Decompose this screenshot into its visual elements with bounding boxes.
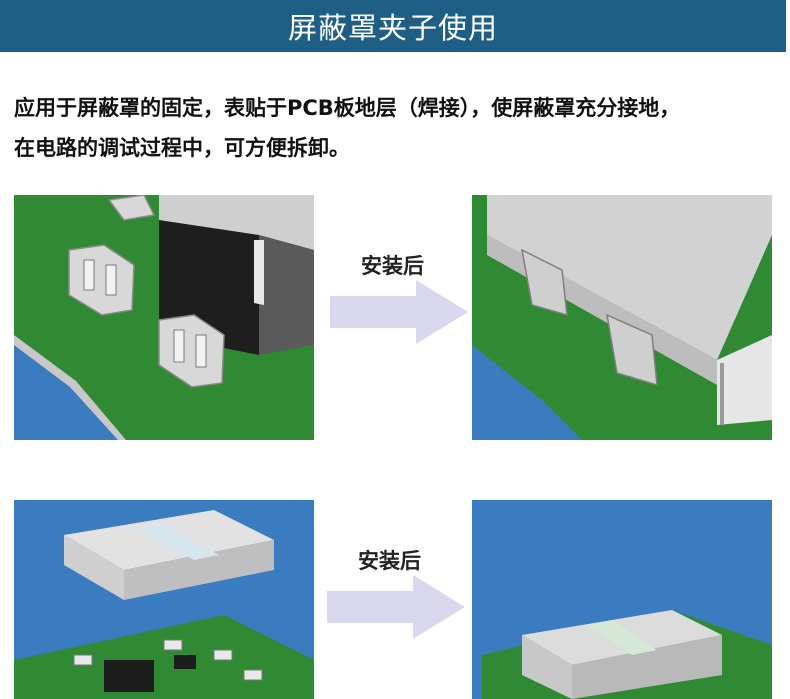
shield-above-pcb-illustration: [14, 500, 314, 699]
image-clips-after: [472, 195, 772, 440]
pcb-clips-illustration: [14, 195, 314, 440]
arrow-label-2: 安装后: [358, 549, 421, 573]
description-line-1: 应用于屏蔽罩的固定，表贴于PCB板地层（焊接），使屏蔽罩充分接地，: [14, 96, 681, 120]
image-board-after: [472, 500, 772, 699]
shield-installed-illustration: [472, 195, 772, 440]
right-arrow-icon: [327, 575, 465, 639]
description: 应用于屏蔽罩的固定，表贴于PCB板地层（焊接），使屏蔽罩充分接地， 在电路的调试…: [14, 88, 790, 168]
description-line-2: 在电路的调试过程中，可方便拆卸。: [14, 136, 350, 160]
right-arrow-icon: [330, 280, 468, 344]
shield-on-pcb-illustration: [472, 500, 772, 699]
page-title: 屏蔽罩夹子使用: [287, 11, 498, 45]
arrow-label-1: 安装后: [361, 254, 424, 278]
header-banner: 屏蔽罩夹子使用: [0, 0, 786, 52]
image-clips-before: [14, 195, 314, 440]
image-board-before: [14, 500, 314, 699]
